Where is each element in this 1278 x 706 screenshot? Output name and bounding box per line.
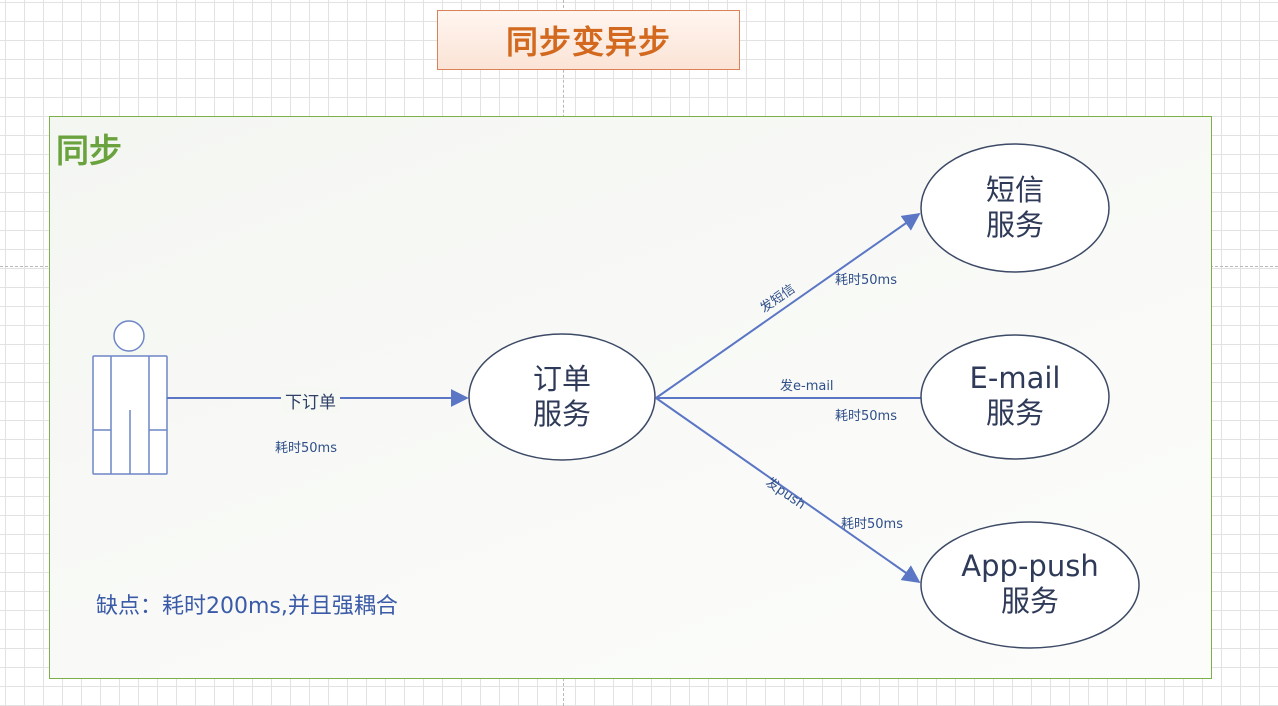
edge-order-label: 下订单 bbox=[281, 388, 340, 413]
edge-send-sms[interactable] bbox=[655, 212, 921, 399]
user-actor-icon[interactable] bbox=[92, 320, 168, 475]
edge-send-push[interactable] bbox=[655, 397, 921, 584]
email-service-line2: 服务 bbox=[985, 396, 1044, 430]
order-service-line2: 服务 bbox=[532, 397, 591, 431]
email-service-line1: E-mail bbox=[969, 361, 1061, 395]
email-service-text: E-mail 服务 bbox=[945, 361, 1085, 431]
order-service-text: 订单 服务 bbox=[502, 362, 622, 432]
title-box[interactable]: 同步变异步 bbox=[437, 10, 740, 70]
order-service-line1: 订单 bbox=[532, 362, 591, 396]
edge-sms-time-label: 耗时50ms bbox=[835, 273, 897, 288]
sms-service-line1: 短信 bbox=[985, 173, 1044, 207]
edge-sms-label: 发短信 bbox=[757, 281, 798, 316]
order-service-node[interactable] bbox=[468, 333, 656, 461]
edge-order-time-label: 耗时50ms bbox=[275, 441, 337, 456]
sync-group-label: 同步 bbox=[56, 131, 122, 170]
sms-service-node[interactable] bbox=[920, 143, 1110, 273]
drawback-note: 缺点：耗时200ms,并且强耦合 bbox=[96, 594, 398, 619]
sms-service-text: 短信 服务 bbox=[955, 173, 1075, 243]
edge-email-label: 发e-mail bbox=[780, 379, 834, 394]
edge-email-time-label: 耗时50ms bbox=[835, 409, 897, 424]
diagram-title: 同步变异步 bbox=[505, 23, 671, 61]
edge-push-time-label: 耗时50ms bbox=[841, 517, 903, 532]
push-service-line2: 服务 bbox=[1000, 584, 1059, 618]
edge-push-label: 发push bbox=[763, 474, 809, 513]
push-service-line1: App-push bbox=[961, 549, 1099, 583]
email-service-node[interactable] bbox=[920, 334, 1110, 460]
sms-service-line2: 服务 bbox=[985, 208, 1044, 242]
push-service-node[interactable] bbox=[920, 521, 1140, 649]
push-service-text: App-push 服务 bbox=[945, 549, 1115, 619]
